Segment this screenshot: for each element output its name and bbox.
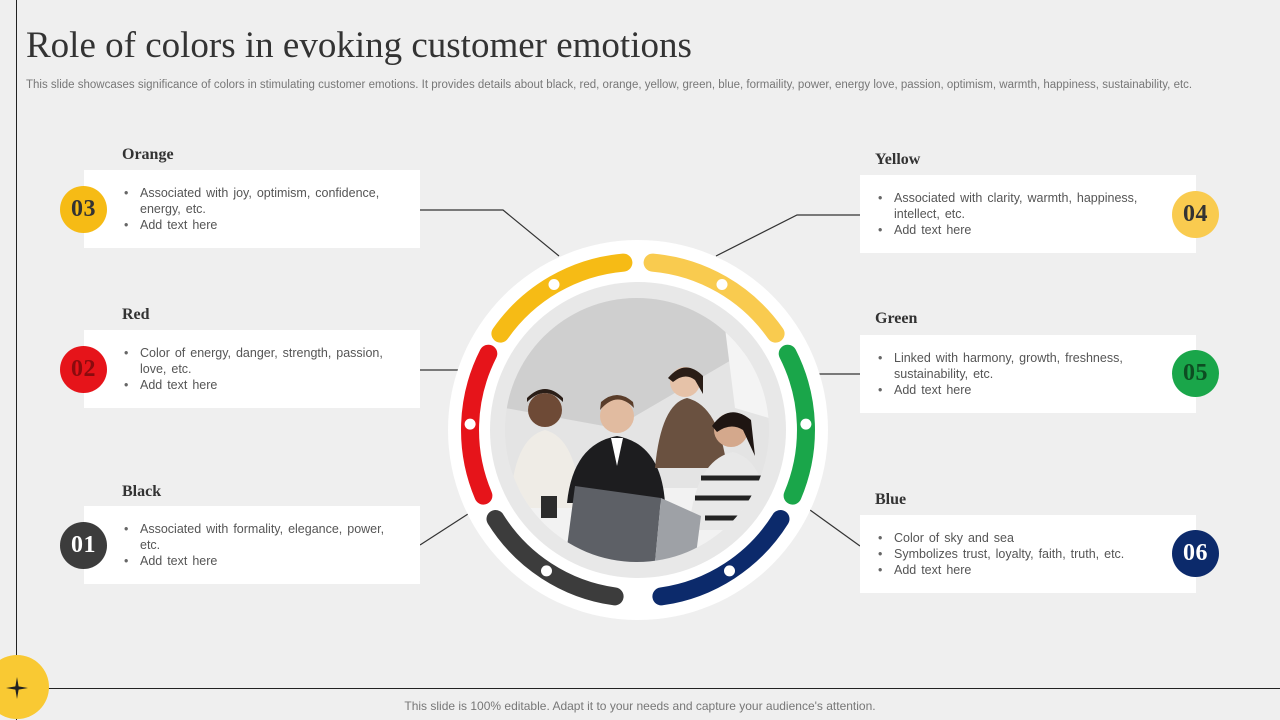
- bullet-item: Symbolizes trust, loyalty, faith, truth,…: [878, 546, 1146, 562]
- bullet-item: Add text here: [878, 382, 1146, 398]
- bullet-item: Associated with formality, elegance, pow…: [124, 521, 400, 553]
- bullet-list-red: Color of energy, danger, strength, passi…: [124, 345, 400, 393]
- bullet-item: Associated with joy, optimism, confidenc…: [124, 185, 400, 217]
- heading-orange: Orange: [122, 146, 174, 163]
- bullet-item: Linked with harmony, growth, freshness, …: [878, 350, 1146, 382]
- bullet-list-yellow: Associated with clarity, warmth, happine…: [878, 190, 1146, 238]
- bullet-item: Add text here: [124, 553, 400, 569]
- card-yellow: Associated with clarity, warmth, happine…: [860, 175, 1196, 253]
- card-black: Associated with formality, elegance, pow…: [84, 506, 420, 584]
- heading-black: Black: [122, 483, 162, 500]
- bullet-item: Associated with clarity, warmth, happine…: [878, 190, 1146, 222]
- heading-green: Green: [875, 310, 918, 327]
- arc-dot-red: [464, 418, 476, 430]
- number-badge-black: 01: [60, 522, 107, 569]
- card-green: Linked with harmony, growth, freshness, …: [860, 335, 1196, 413]
- connector-blue: [809, 509, 861, 547]
- arc-dot-black: [541, 565, 552, 577]
- heading-red: Red: [122, 306, 150, 323]
- heading-yellow: Yellow: [875, 151, 921, 168]
- bullet-item: Add text here: [124, 217, 400, 233]
- frame-bottom-line: [0, 688, 1280, 689]
- card-orange: Associated with joy, optimism, confidenc…: [84, 170, 420, 248]
- arc-dot-green: [800, 418, 812, 430]
- number-badge-green: 05: [1172, 350, 1219, 397]
- card-red: Color of energy, danger, strength, passi…: [84, 330, 420, 408]
- connector-orange: [420, 209, 560, 257]
- heading-blue: Blue: [875, 491, 907, 508]
- bullet-list-blue: Color of sky and sea Symbolizes trust, l…: [878, 530, 1146, 578]
- slide-subtitle: This slide showcases significance of col…: [26, 79, 1193, 91]
- corner-decoration: [0, 655, 49, 719]
- team-meeting-illustration: [505, 298, 769, 562]
- frame-left-line: [16, 0, 17, 720]
- bullet-item: Add text here: [124, 377, 400, 393]
- number-badge-blue: 06: [1172, 530, 1219, 577]
- number-badge-yellow: 04: [1172, 191, 1219, 238]
- card-blue: Color of sky and sea Symbolizes trust, l…: [860, 515, 1196, 593]
- bullet-list-black: Associated with formality, elegance, pow…: [124, 521, 400, 569]
- bullet-item: Color of energy, danger, strength, passi…: [124, 345, 400, 377]
- bullet-item: Color of sky and sea: [878, 530, 1146, 546]
- connector-black: [419, 513, 469, 546]
- slide-footer: This slide is 100% editable. Adapt it to…: [404, 699, 876, 713]
- connector-yellow: [715, 214, 860, 257]
- bullet-list-orange: Associated with joy, optimism, confidenc…: [124, 185, 400, 233]
- arc-dot-yellow: [716, 279, 728, 290]
- number-badge-orange: 03: [60, 186, 107, 233]
- bullet-item: Add text here: [878, 222, 1146, 238]
- sparkle-icon: [6, 677, 28, 699]
- bullet-item: Add text here: [878, 562, 1146, 578]
- number-badge-red: 02: [60, 346, 107, 393]
- arc-dot-blue: [724, 565, 735, 577]
- slide-title: Role of colors in evoking customer emoti…: [26, 25, 692, 66]
- team-meeting-photo: [505, 298, 769, 562]
- arc-dot-orange: [548, 279, 560, 290]
- bullet-list-green: Linked with harmony, growth, freshness, …: [878, 350, 1146, 398]
